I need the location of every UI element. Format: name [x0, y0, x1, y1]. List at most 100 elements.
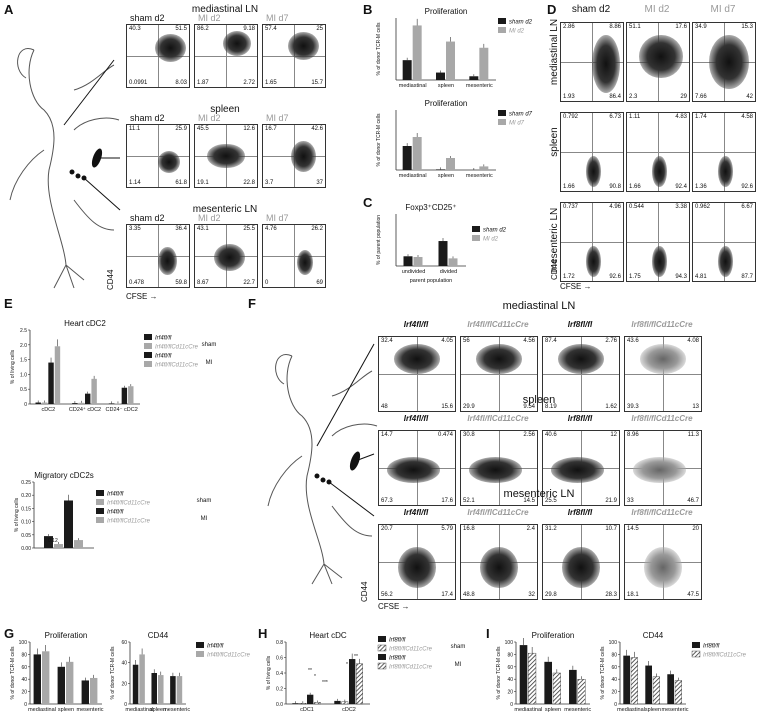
- bar: [448, 258, 458, 266]
- bar: [54, 544, 63, 548]
- quadrant-value: 37: [316, 180, 323, 186]
- bar: [57, 666, 65, 704]
- quadrant-value: 0.737: [563, 204, 579, 210]
- plot-title: MI d2: [198, 213, 221, 223]
- quadrant-value: 21.9: [605, 498, 617, 504]
- legend-label: Irf4fl/flCd11cCre: [107, 519, 151, 525]
- quadrant-value: 48.8: [463, 592, 475, 598]
- flow-density-cloud: [550, 456, 604, 483]
- y-axis-label: % of parent population: [376, 215, 382, 265]
- significance-marker: **: [354, 654, 358, 660]
- bar: [158, 675, 164, 704]
- quadrant-value: 56: [463, 338, 470, 344]
- quadrant-value: 4.76: [265, 226, 277, 232]
- quadrant-value: 16.7: [265, 126, 277, 132]
- quadrant-value: 9.18: [243, 26, 255, 32]
- flow-density-cloud: [640, 344, 686, 374]
- legend-label: Irf8fl/fl: [389, 656, 406, 662]
- quadrant-value: 56.2: [381, 592, 393, 598]
- plot-title: sham d2: [130, 13, 165, 23]
- significance-marker: *: [346, 662, 348, 668]
- y-tick-label: 40: [507, 677, 513, 683]
- quadrant-value: 20.7: [381, 526, 393, 532]
- y-tick-label: 0: [614, 702, 617, 708]
- bar: [667, 674, 674, 704]
- quadrant-value: 4.56: [523, 338, 535, 344]
- quadrant-value: 67.3: [381, 498, 393, 504]
- y-axis-label: CD44: [106, 269, 115, 290]
- bar: [519, 645, 528, 704]
- bar: [151, 673, 157, 704]
- y-tick-label: 20: [21, 690, 27, 696]
- quadrant-value: 51.1: [629, 24, 641, 30]
- quadrant-value: 4.08: [687, 338, 699, 344]
- plot-title: MI d7: [266, 13, 289, 23]
- quadrant-value: 5.79: [441, 526, 453, 532]
- column-title: Irf8fl/flCd11cCre: [631, 414, 693, 423]
- x-tick-label: mesenteric: [77, 707, 104, 713]
- flow-density-cloud: [585, 245, 602, 278]
- quadrant-value: 29.9: [463, 404, 475, 410]
- quadrant-value: 0: [265, 280, 269, 286]
- quadrant-value: 39.3: [627, 404, 639, 410]
- quadrant-value: 25.5: [545, 498, 557, 504]
- flow-density-cloud: [287, 32, 319, 61]
- quadrant-value: 86.2: [197, 26, 209, 32]
- legend-swatch: [96, 499, 104, 505]
- bar: [74, 540, 83, 548]
- bar: [446, 158, 455, 170]
- flow-density-cloud: [213, 243, 245, 272]
- quadrant-value: 15.6: [441, 404, 453, 410]
- flow-density-cloud: [207, 143, 245, 169]
- quadrant-value: 40.6: [545, 432, 557, 438]
- panel-letter-b: B: [363, 2, 373, 17]
- quadrant-value: 32.4: [381, 338, 393, 344]
- legend-label: MI d2: [483, 237, 499, 243]
- legend-swatch: [96, 508, 104, 514]
- quadrant-value: 4.58: [741, 114, 753, 120]
- quadrant-value: 47.5: [687, 592, 699, 598]
- column-title: Irf8fl/flCd11cCre: [631, 320, 693, 329]
- column-title: Irf4fl/flCd11cCre: [467, 320, 529, 329]
- quadrant-value: 17.4: [441, 592, 453, 598]
- flow-density-cloud: [651, 245, 668, 278]
- chart-title: Foxp3⁺CD25⁺: [405, 203, 456, 212]
- bar: [35, 402, 41, 404]
- chart-title: Migratory cDC2s: [34, 471, 94, 480]
- bar: [438, 241, 448, 266]
- x-tick-label: CD24⁻ cDC2: [106, 407, 138, 413]
- quadrant-value: 1.66: [563, 184, 575, 190]
- column-title: Irf4fl/fl: [403, 508, 429, 517]
- bar: [176, 676, 183, 704]
- y-tick-label: 60: [507, 665, 513, 671]
- legend-swatch: [144, 361, 152, 367]
- bar: [630, 657, 638, 705]
- significance-marker: ***: [322, 680, 328, 686]
- quadrant-value: 4.83: [675, 114, 687, 120]
- quadrant-value: 0.474: [437, 432, 453, 438]
- quadrant-value: 30.8: [463, 432, 475, 438]
- bar: [128, 386, 134, 404]
- group-label: MI: [201, 516, 208, 522]
- bar: [334, 700, 341, 704]
- legend-swatch: [498, 18, 506, 24]
- legend-label: Irf8fl/fl: [389, 638, 406, 644]
- chart-title: Proliferation: [532, 631, 575, 640]
- x-tick-label: CD24⁺ cDC2: [69, 406, 101, 413]
- quadrant-value: 2.3: [629, 94, 638, 100]
- quadrant-value: 8.19: [545, 404, 557, 410]
